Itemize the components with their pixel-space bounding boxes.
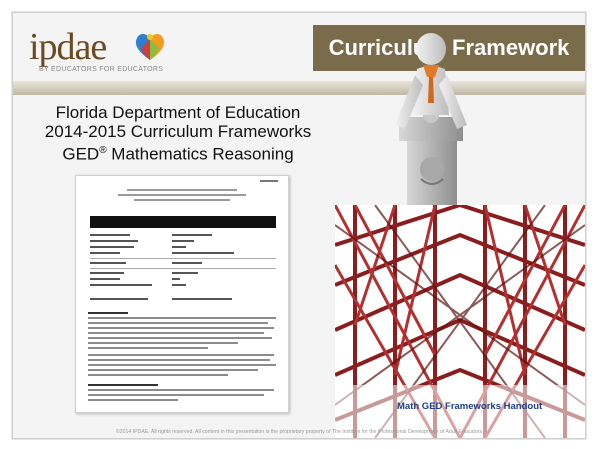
heart-puzzle-icon [135,33,165,60]
subtitle-line-3: GED® Mathematics Reasoning [62,144,294,164]
slide: ipdae BY EDUCATORS FOR EDUCATORS Curricu… [12,12,586,439]
subtitle-line-2: 2014-2015 Curriculum Frameworks [44,122,312,141]
steel-tower-photo [335,205,585,438]
subtitle-line-1: Florida Department of Education [55,103,301,122]
ipdae-logo: ipdae BY EDUCATORS FOR EDUCATORS [21,21,231,83]
framework-document-image [75,175,289,413]
logo-tagline: BY EDUCATORS FOR EDUCATORS [39,66,164,73]
person-placing-puzzle-piece-icon [395,33,467,219]
logo-text: ipdae [29,26,107,68]
header-rule [13,81,585,95]
slide-title: Curriculum Framework [328,35,570,60]
handout-link[interactable]: Math GED Frameworks Handout [397,401,543,412]
title-bar: Curriculum Framework [313,25,585,71]
copyright-footer: ©2014 IPDAE. All rights reserved. All co… [115,429,483,435]
slide-subtitle: Florida Department of Education 2014-201… [33,103,323,164]
